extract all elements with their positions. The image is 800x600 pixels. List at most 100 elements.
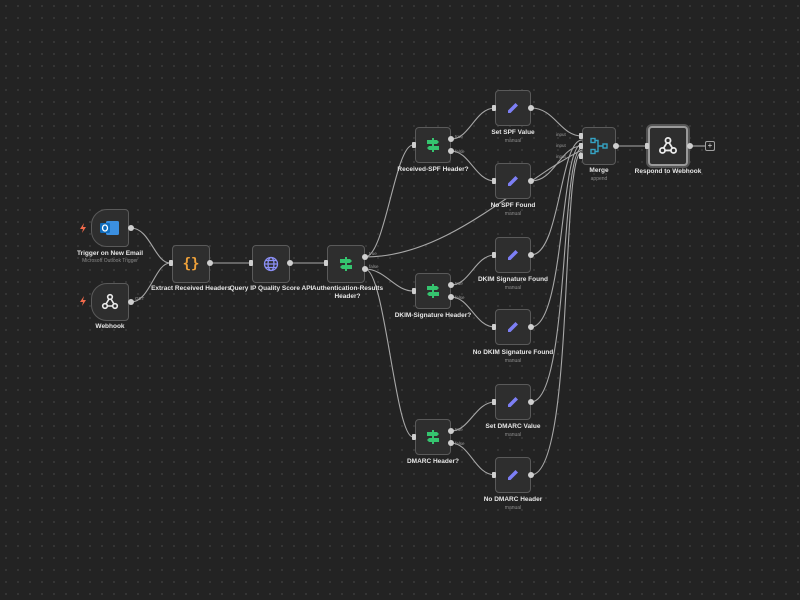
port-label-true: true	[455, 134, 463, 139]
wire-trigger-to-extract	[130, 227, 171, 264]
node-query-ip-quality-score-api[interactable]	[252, 245, 290, 283]
output-port-true[interactable]	[448, 428, 454, 434]
node-subtitle: manual	[504, 432, 522, 438]
output-port-false[interactable]	[448, 148, 454, 154]
input-port[interactable]	[249, 260, 253, 266]
node-label: Set DMARC Value	[485, 423, 541, 430]
output-port[interactable]	[528, 399, 534, 405]
if-signpost-icon	[425, 137, 441, 153]
node-merge[interactable]	[582, 127, 616, 165]
output-port[interactable]	[528, 324, 534, 330]
node-label: Query IP Quality Score API	[229, 285, 313, 292]
node-no-dkim-signature-found[interactable]	[495, 309, 531, 345]
wire-dmarc-true-to-setdmarc	[450, 401, 496, 432]
input-port[interactable]	[579, 143, 583, 149]
output-port-true[interactable]	[362, 254, 368, 260]
wire-dkim-false-to-nodkim	[450, 296, 496, 328]
outlook-icon	[100, 220, 120, 236]
wire-nodmarc-to-merge	[530, 151, 583, 476]
port-label-false: false	[455, 295, 465, 300]
node-subtitle: Microsoft Outlook Trigger	[82, 258, 138, 264]
output-port-true[interactable]	[448, 136, 454, 142]
input-port[interactable]	[492, 472, 496, 478]
input-port[interactable]	[412, 288, 416, 294]
output-port[interactable]	[287, 260, 293, 266]
wire-dmarc-false-to-nodmarc	[450, 442, 496, 476]
wire-webhook-to-extract	[130, 262, 171, 303]
port-label-input: input	[556, 143, 566, 148]
node-no-dmarc-header[interactable]	[495, 457, 531, 493]
input-port[interactable]	[492, 178, 496, 184]
node-trigger-on-new-email[interactable]	[91, 209, 129, 247]
input-port[interactable]	[645, 143, 649, 149]
pencil-icon	[505, 394, 521, 410]
output-port-false[interactable]	[448, 294, 454, 300]
input-port[interactable]	[492, 399, 496, 405]
output-port[interactable]	[128, 299, 134, 305]
output-port[interactable]	[528, 252, 534, 258]
input-port[interactable]	[492, 324, 496, 330]
input-port[interactable]	[579, 133, 583, 139]
port-label-false: false	[455, 149, 465, 154]
webhook-icon	[101, 293, 119, 311]
node-label: Received-SPF Header?	[397, 166, 469, 173]
output-port[interactable]	[528, 472, 534, 478]
node-label: Set SPF Value	[491, 129, 535, 136]
trigger-bolt-icon	[80, 223, 86, 233]
node-authentication-results-header[interactable]	[327, 245, 365, 283]
node-respond-to-webhook[interactable]	[648, 126, 688, 166]
output-port[interactable]	[528, 178, 534, 184]
node-label: No DMARC Header	[483, 496, 543, 503]
node-dkim-signature-found[interactable]	[495, 237, 531, 273]
input-port[interactable]	[412, 434, 416, 440]
node-set-dmarc-value[interactable]	[495, 384, 531, 420]
port-label-false: false	[369, 264, 379, 269]
trigger-bolt-icon	[80, 296, 86, 306]
node-dmarc-header[interactable]	[415, 419, 451, 455]
if-signpost-icon	[425, 429, 441, 445]
output-port[interactable]	[528, 105, 534, 111]
node-label: Webhook	[95, 323, 125, 330]
node-subtitle: manual	[504, 358, 522, 364]
node-subtitle: manual	[504, 505, 522, 511]
wire-received-true-to-setspf	[450, 107, 496, 140]
node-no-spf-found[interactable]	[495, 163, 531, 199]
output-port[interactable]	[687, 143, 693, 149]
output-port-true[interactable]	[448, 282, 454, 288]
wire-nospf-to-merge	[530, 145, 583, 182]
output-port[interactable]	[207, 260, 213, 266]
output-port[interactable]	[613, 143, 619, 149]
node-webhook[interactable]	[91, 283, 129, 321]
wire-setdmarc-to-merge	[530, 147, 583, 403]
output-port-false[interactable]	[448, 440, 454, 446]
input-port[interactable]	[412, 142, 416, 148]
node-dkim-signature-header[interactable]	[415, 273, 451, 309]
node-label: No SPF Found	[490, 202, 536, 209]
node-extract-received-headers[interactable]: {}	[172, 245, 210, 283]
input-port[interactable]	[492, 105, 496, 111]
pencil-icon	[505, 100, 521, 116]
globe-icon	[263, 256, 279, 272]
node-received-spf-header[interactable]	[415, 127, 451, 163]
node-label: DKIM-Signature Header?	[394, 312, 472, 319]
input-port[interactable]	[324, 260, 328, 266]
wire-received-false-to-nospf	[450, 150, 496, 182]
pencil-icon	[505, 247, 521, 263]
node-label: Respond to Webhook	[634, 168, 702, 175]
port-label-true: true	[369, 251, 377, 256]
node-set-spf-value[interactable]	[495, 90, 531, 126]
output-port[interactable]	[128, 225, 134, 231]
output-port-false[interactable]	[362, 266, 368, 272]
wire-auth-false-to-dmarc	[364, 268, 414, 438]
input-port[interactable]	[579, 153, 583, 159]
port-label-input: input	[556, 154, 566, 159]
wire-nodkim-to-merge	[530, 143, 583, 328]
input-port[interactable]	[169, 260, 173, 266]
if-signpost-icon	[425, 283, 441, 299]
node-label: Merge	[589, 167, 609, 174]
add-node-button[interactable]: +	[705, 141, 715, 151]
node-subtitle: manual	[504, 138, 522, 144]
node-label: Authentication-Results Header?	[311, 285, 384, 300]
input-port[interactable]	[492, 252, 496, 258]
